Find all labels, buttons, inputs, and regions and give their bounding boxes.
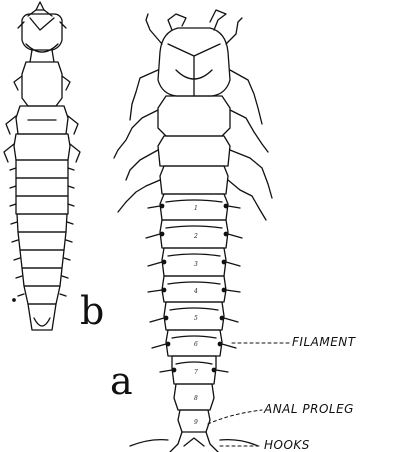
larva-a-drawing xyxy=(114,10,290,452)
segment-number: 8 xyxy=(194,395,198,402)
segment-number: 9 xyxy=(194,419,198,426)
hooks-label: HOOKS xyxy=(264,438,310,452)
segment-number: 2 xyxy=(193,233,198,240)
filament-label: FILAMENT xyxy=(292,335,356,349)
panel-b-letter: b xyxy=(80,292,104,330)
larva-b-drawing xyxy=(4,2,80,330)
segment-number: 7 xyxy=(194,369,198,376)
segment-number: 5 xyxy=(194,315,198,322)
segment-number: 6 xyxy=(194,341,198,348)
panel-a-letter: a xyxy=(110,362,133,400)
anal-proleg-label: ANAL PROLEG xyxy=(264,402,354,416)
segment-number: 3 xyxy=(194,261,198,268)
segment-number: 4 xyxy=(193,288,198,295)
segment-number: 1 xyxy=(194,205,198,212)
